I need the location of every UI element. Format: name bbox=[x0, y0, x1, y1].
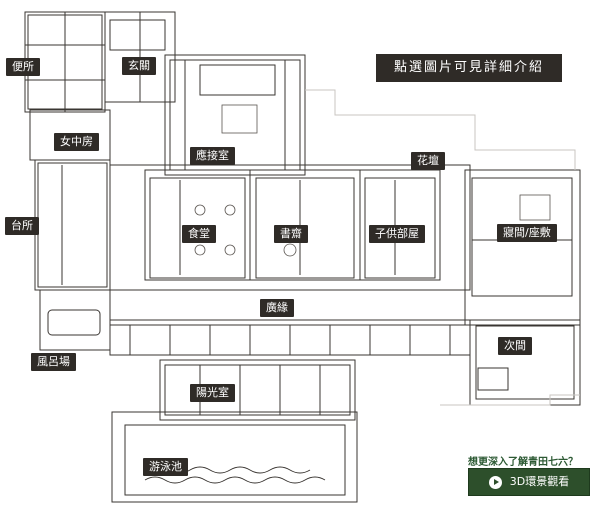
room-label-bath[interactable]: 風呂場 bbox=[31, 353, 76, 371]
room-label-maid-room[interactable]: 女中房 bbox=[54, 133, 99, 151]
room-label-study[interactable]: 書齋 bbox=[274, 225, 308, 243]
room-label-pool[interactable]: 游泳池 bbox=[143, 458, 188, 476]
room-label-reception[interactable]: 應接室 bbox=[190, 147, 235, 165]
room-label-kitchen[interactable]: 台所 bbox=[5, 217, 39, 235]
room-label-bedroom[interactable]: 寢間/座敷 bbox=[497, 224, 557, 242]
room-label-garden[interactable]: 花壇 bbox=[411, 152, 445, 170]
room-label-entrance[interactable]: 玄關 bbox=[122, 57, 156, 75]
room-label-kids-room[interactable]: 子供部屋 bbox=[369, 225, 425, 243]
room-label-sunroom[interactable]: 陽光室 bbox=[190, 384, 235, 402]
room-label-toilet[interactable]: 便所 bbox=[6, 58, 40, 76]
tour-prompt-text: 想更深入了解青田七六？ bbox=[468, 457, 578, 468]
play-circle-icon bbox=[488, 475, 502, 489]
3d-tour-button-label: 3D環景觀看 bbox=[509, 475, 570, 488]
instruction-banner: 點選圖片可見詳細介紹 bbox=[376, 54, 562, 82]
room-label-dining[interactable]: 食堂 bbox=[182, 225, 216, 243]
room-label-next-room[interactable]: 次間 bbox=[498, 337, 532, 355]
room-label-veranda[interactable]: 廣緣 bbox=[260, 299, 294, 317]
3d-tour-button[interactable]: 3D環景觀看 bbox=[468, 468, 590, 496]
